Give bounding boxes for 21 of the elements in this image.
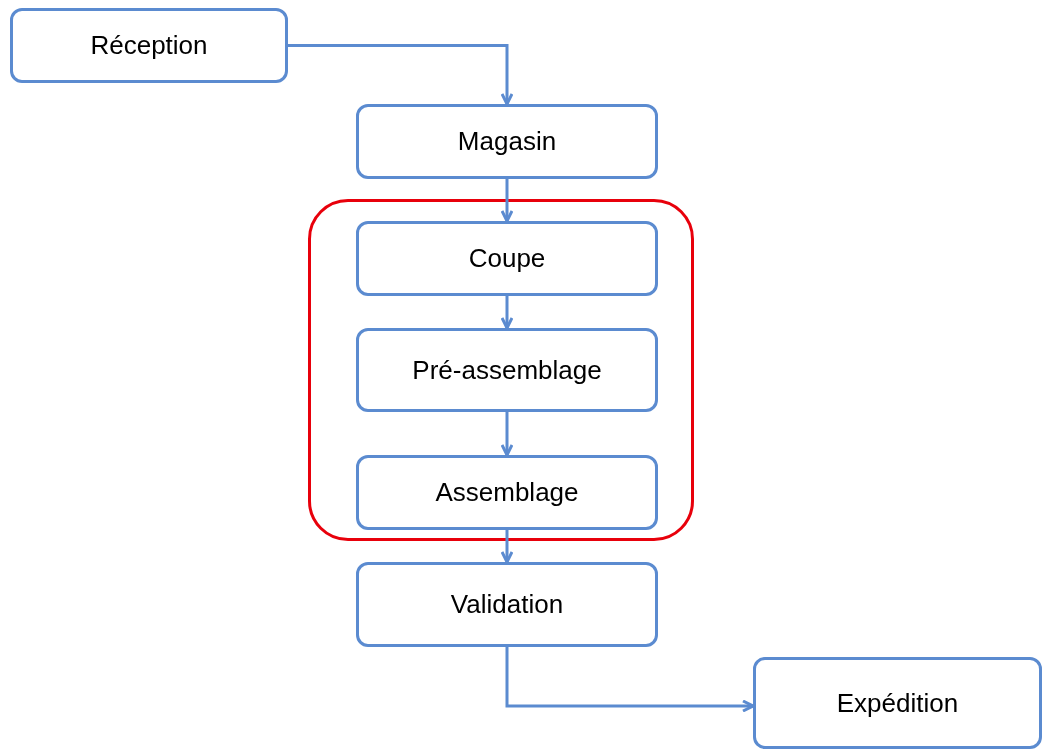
step-label: Pré-assemblage xyxy=(412,354,602,386)
process-box xyxy=(356,455,658,530)
process-box xyxy=(356,221,658,296)
process-box xyxy=(753,657,1042,749)
step-label: Coupe xyxy=(468,243,546,274)
step-label: Réception xyxy=(90,30,208,61)
step-label: Expédition xyxy=(836,687,959,719)
step-label: Assemblage xyxy=(435,477,579,508)
arrow xyxy=(500,412,514,457)
step-label: Magasin xyxy=(457,126,557,157)
arrow xyxy=(288,44,514,106)
arrow xyxy=(500,296,514,330)
process-box xyxy=(356,328,658,412)
arrow xyxy=(505,647,755,713)
step-label: Validation xyxy=(450,589,564,620)
process-box xyxy=(10,8,288,83)
group-frame xyxy=(308,199,694,541)
arrow xyxy=(500,179,514,223)
arrow xyxy=(500,530,514,564)
process-box xyxy=(356,104,658,179)
process-box xyxy=(356,562,658,647)
